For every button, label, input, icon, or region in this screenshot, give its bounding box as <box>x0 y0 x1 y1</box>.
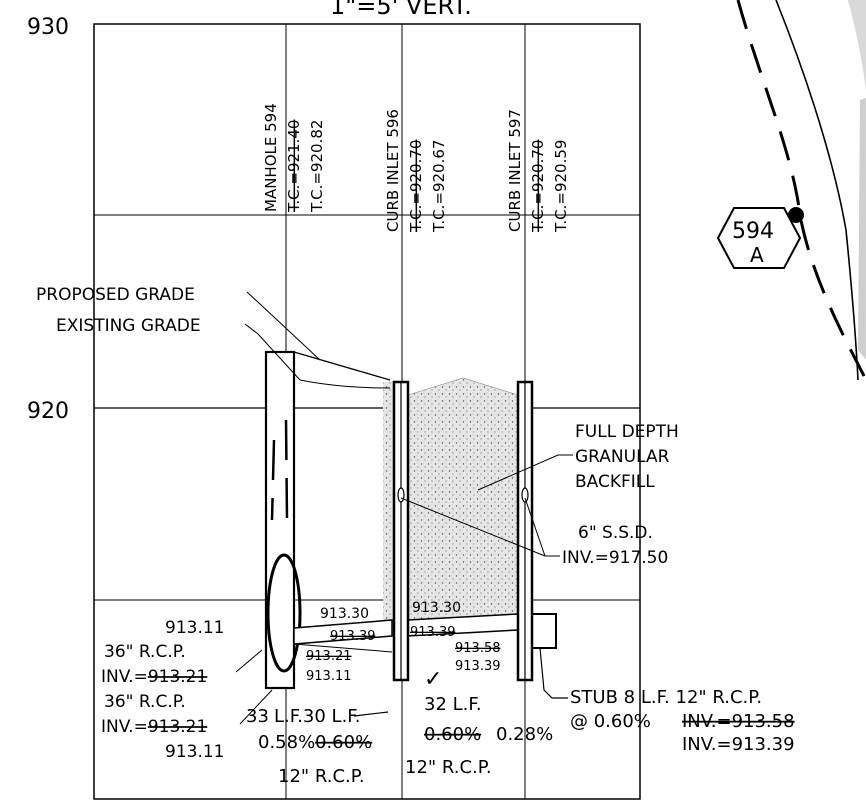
seg1-slope-old: 0.60% <box>315 732 372 753</box>
left-inv-b: INV.=913.21 <box>101 717 207 737</box>
seg1-length-strike <box>353 711 389 717</box>
manhole-594 <box>264 350 302 690</box>
elevation-920-label: 920 <box>27 399 69 424</box>
seg2-right-old: 913.58 <box>455 641 501 656</box>
pipe-segment-1 <box>293 619 393 653</box>
inlet-596-ssd-port <box>397 487 405 503</box>
stub-slope: @ 0.60% <box>570 711 651 732</box>
scale-note: 1"=5' VERT. <box>330 0 472 20</box>
seg2-slope-new: 0.28% <box>496 724 553 745</box>
stub-pipe-body <box>529 613 557 649</box>
inlet-597-tc-new: T.C.=920.59 <box>552 140 570 233</box>
existing-grade-leader <box>244 323 301 381</box>
manhole-594-label-group: MANHOLE 594 <box>262 103 280 212</box>
manhole-hidden-line-right <box>284 419 289 521</box>
plan-view-fragment: 594 A <box>716 0 866 811</box>
stub-leader <box>539 647 568 699</box>
plan-dashed-line <box>736 0 866 381</box>
manhole-594-tc-new: T.C.=920.82 <box>308 120 326 213</box>
backfill-leader <box>477 454 573 491</box>
inlet-596-tc-new: T.C.=920.67 <box>430 140 448 233</box>
manhole-hidden-line-left <box>270 439 276 521</box>
inlet-597-ssd-port <box>521 487 529 503</box>
inlet-597-tc-old: T.C.=920.70 <box>529 140 547 233</box>
left-pipe-36-rcp-b: 36" R.C.P. <box>104 692 186 712</box>
seg2-pipe-size: 12" R.C.P. <box>405 757 492 778</box>
left-pipe-36-rcp-a: 36" R.C.P. <box>104 642 186 662</box>
proposed-grade-label: PROPOSED GRADE <box>36 285 195 305</box>
proposed-grade-leader <box>246 291 321 361</box>
stub-inv-old: INV.=913.58 <box>682 711 795 732</box>
elevation-930-label: 930 <box>27 15 69 40</box>
backfill-label-line-1: FULL DEPTH <box>575 422 679 442</box>
seg1-pipe-size: 12" R.C.P. <box>278 766 365 787</box>
seg2-slope-old: 0.60% <box>424 724 481 745</box>
left-elev-913-11-b: 913.11 <box>165 742 224 762</box>
stub-label-line-1: STUB 8 L.F. 12" R.C.P. <box>570 687 762 708</box>
manhole-594-name: MANHOLE 594 <box>262 103 280 212</box>
backfill-strip-left <box>383 382 394 622</box>
existing-grade-line <box>299 379 391 389</box>
manhole-barrel <box>264 350 296 690</box>
seg2-right-new: 913.39 <box>455 659 501 674</box>
seg2-check-mark: ✓ <box>424 667 442 692</box>
left-inv-a: INV.=913.21 <box>101 667 207 687</box>
seg1-slope-new: 0.58% <box>258 732 315 753</box>
left-inv-b-leader <box>239 689 273 725</box>
structure-marker-hexagon <box>716 207 802 269</box>
pipe-36-rcp-section <box>266 553 302 673</box>
existing-grade-label: EXISTING GRADE <box>56 316 201 336</box>
ssd-label-line-1: 6" S.S.D. <box>578 523 653 543</box>
manhole-594-tc-old: T.C.=921.40 <box>285 120 303 213</box>
backfill-label-line-2: GRANULAR <box>575 447 670 467</box>
inlet-596-name: CURB INLET 596 <box>384 109 402 232</box>
grid-frame <box>93 23 641 800</box>
proposed-grade-line <box>293 351 391 381</box>
seg2-top-old: 913.39 <box>410 625 456 640</box>
left-inv-a-leader <box>235 649 263 673</box>
seg1-length-old: L.F.30 L.F. <box>274 706 361 727</box>
stub-pipe <box>529 613 557 649</box>
pipe-segment-1-barrel <box>293 619 393 645</box>
ssd-leader-left <box>400 497 546 557</box>
inlet-596-label-group: CURB INLET 596 <box>384 109 402 232</box>
inlet-597-label-group: CURB INLET 597 <box>506 109 524 232</box>
seg1-length-new: 33 <box>246 706 269 727</box>
seg1-left-old: 913.21 <box>306 649 352 664</box>
pipe-segment-1-invert-line <box>293 643 393 653</box>
curb-inlet-596 <box>392 380 410 682</box>
plan-road-edge <box>775 0 859 381</box>
seg2-top-new: 913.30 <box>412 600 461 616</box>
backfill-label-line-3: BACKFILL <box>575 472 655 492</box>
marker-number: 594 <box>732 219 774 244</box>
left-elev-913-11-a: 913.11 <box>165 618 224 638</box>
seg1-top-old: 913.39 <box>330 629 376 644</box>
granular-backfill <box>407 377 519 623</box>
curb-inlet-597 <box>516 380 534 682</box>
inlet-597-name: CURB INLET 597 <box>506 109 524 232</box>
seg1-left-new: 913.11 <box>306 669 352 684</box>
stub-inv-new: INV.=913.39 <box>682 734 795 755</box>
seg2-length: 32 L.F. <box>424 694 482 715</box>
inlet-596-tc-old: T.C.=920.70 <box>407 140 425 233</box>
plan-shaded-area-2 <box>858 98 866 360</box>
structure-location-dot <box>788 207 804 223</box>
seg1-top-new: 913.30 <box>320 606 369 622</box>
marker-letter: A <box>750 243 764 267</box>
ssd-label-line-2: INV.=917.50 <box>562 548 668 568</box>
